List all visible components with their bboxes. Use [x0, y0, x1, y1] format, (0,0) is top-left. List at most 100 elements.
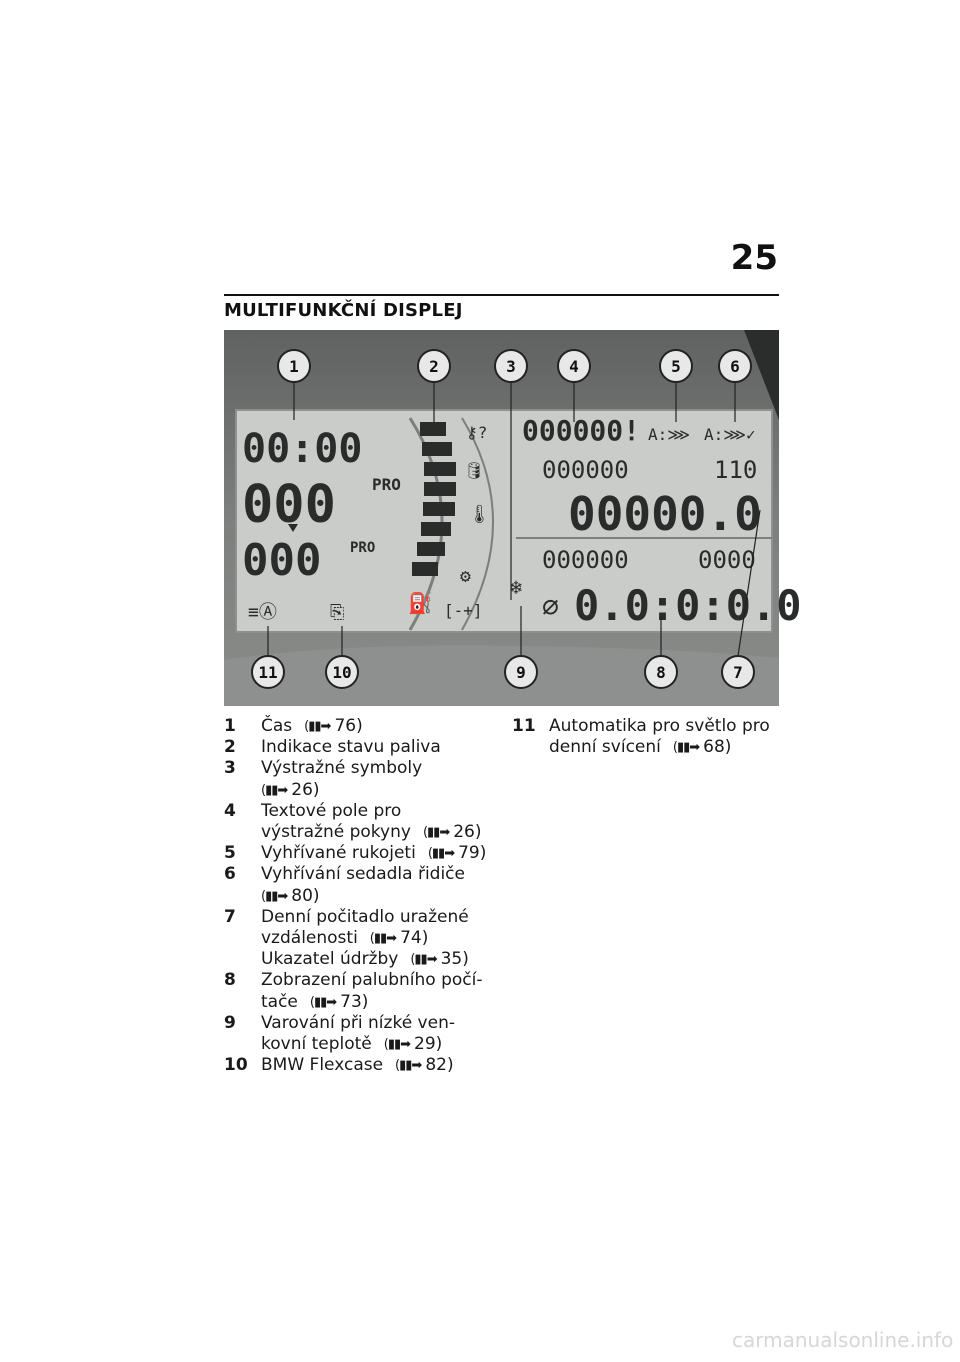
legend-line: Čas: [261, 716, 293, 736]
svg-text:3: 3: [506, 357, 516, 376]
page-reference[interactable]: 29): [414, 1034, 443, 1055]
legend-line: denní svícení: [549, 737, 661, 758]
legend-item: 9 Varování při nízké ven-kovní teplotě (▮▮…: [224, 1013, 496, 1055]
legend-line: BMW Flexcase: [261, 1055, 384, 1076]
callout-3: 3: [494, 349, 528, 383]
page-reference[interactable]: 26): [453, 822, 482, 843]
callout-4: 4: [557, 349, 591, 383]
legend-line: Denní počitadlo uražené: [261, 906, 469, 927]
key-warning-icon: ⚷?: [466, 423, 487, 442]
page-reference[interactable]: 26): [291, 779, 320, 800]
lcd-trip-right: 0000: [698, 546, 756, 574]
svg-text:7: 7: [733, 663, 743, 682]
coolant-warning-icon: 🌡: [468, 504, 491, 525]
svg-text:11: 11: [258, 663, 277, 682]
legend-number: 6: [224, 864, 236, 885]
svg-text:4: 4: [569, 357, 579, 376]
legend-text: Čas (▮▮➡76): [261, 716, 496, 737]
legend-line: Textové pole pro: [261, 800, 402, 821]
fuel-gauge-bars: [412, 422, 456, 576]
page-reference[interactable]: 80): [291, 885, 320, 906]
heated-seat-icon: A:⋙✓: [704, 425, 756, 444]
page-reference-arrow-icon: (▮▮➡: [422, 825, 450, 841]
legend-line: Indikace stavu paliva: [261, 737, 441, 758]
lcd-odo-right: 110: [714, 456, 757, 484]
page-reference-arrow-icon: (▮▮➡: [261, 782, 288, 798]
page-reference[interactable]: 74): [400, 928, 429, 949]
legend-line: Ukazatel údržby: [261, 949, 399, 970]
legend-item: 2 Indikace stavu paliva: [224, 737, 496, 758]
legend-number: 5: [224, 843, 236, 864]
engine-warning-icon: ⚙: [460, 566, 471, 587]
page-reference-arrow-icon: (▮▮➡: [672, 740, 700, 756]
frost-warning-icon: ❄: [510, 575, 522, 599]
page-reference-arrow-icon: (▮▮➡: [395, 1058, 422, 1074]
page-reference-arrow-icon: (▮▮➡: [261, 888, 288, 904]
page-reference-arrow-icon: (▮▮➡: [309, 994, 337, 1010]
legend-line: Varování při nízké ven-: [261, 1012, 455, 1033]
legend-line: vzdálenosti: [261, 928, 358, 949]
legend-item: 6 Vyhřívání sedadla řidiče (▮▮➡80): [224, 864, 496, 906]
legend-number: 1: [224, 716, 236, 736]
legend-line: Vyhřívání sedadla řidiče: [261, 864, 465, 885]
legend-text: Vyhřívání sedadla řidiče (▮▮➡80): [261, 864, 496, 906]
page-reference-arrow-icon: (▮▮➡: [304, 719, 331, 734]
callout-9: 9: [504, 655, 538, 689]
page-reference[interactable]: 76): [334, 716, 363, 736]
lcd-trip-small: 000000: [542, 546, 629, 574]
legend-line: tače: [261, 991, 298, 1012]
legend-line: výstražné pokyny: [261, 822, 411, 843]
lcd-speed-unit: PRO: [372, 475, 401, 494]
page-reference[interactable]: 35): [440, 949, 469, 970]
daylight-auto-icon: ≡Ⓐ: [248, 602, 277, 623]
page-reference[interactable]: 79): [458, 843, 487, 864]
legend-text: BMW Flexcase (▮▮➡82): [261, 1055, 496, 1076]
legend-line: kovní teplotě: [261, 1034, 372, 1055]
svg-text:10: 10: [332, 663, 351, 682]
page-reference[interactable]: 82): [425, 1055, 454, 1076]
svg-text:2: 2: [429, 357, 439, 376]
legend-number: 9: [224, 1012, 236, 1033]
callout-8: 8: [644, 655, 678, 689]
page-reference[interactable]: 73): [340, 991, 369, 1012]
legend-item: 1 Čas (▮▮➡76): [224, 716, 496, 737]
svg-text:8: 8: [656, 663, 666, 682]
legend-number: 11: [512, 716, 536, 736]
lcd-panel: [235, 409, 773, 633]
lcd-rpm-unit: PRO: [350, 540, 375, 556]
legend-number: 7: [224, 906, 236, 927]
oil-warning-icon: 🛢: [464, 461, 484, 480]
svg-text:5: 5: [671, 357, 681, 376]
callout-6: 6: [718, 349, 752, 383]
page-number: 25: [730, 238, 778, 278]
header-rule: [224, 294, 779, 296]
callout-11: 11: [251, 655, 285, 689]
watermark: carmanualsonline.info: [732, 1328, 954, 1352]
legend-text: Varování při nízké ven-kovní teplotě (▮▮➡…: [261, 1013, 496, 1055]
page-reference[interactable]: 68): [703, 737, 732, 758]
legend-number: 2: [224, 737, 236, 758]
page-reference-arrow-icon: (▮▮➡: [410, 952, 437, 968]
legend-item: Ukazatel údržby (▮▮➡35): [224, 949, 496, 970]
lcd-time: 00:00: [242, 426, 362, 472]
lcd-speed: 000: [242, 475, 336, 535]
callout-7: 7: [721, 655, 755, 689]
legend-item: 10 BMW Flexcase (▮▮➡82): [224, 1055, 496, 1076]
legend-line: Zobrazení palubního počí-: [261, 970, 483, 991]
flexcase-icon: ⎘: [330, 602, 344, 623]
callout-5: 5: [659, 349, 693, 383]
legend-text: Ukazatel údržby (▮▮➡35): [261, 949, 496, 970]
callout-2: 2: [417, 349, 451, 383]
svg-text:1: 1: [289, 357, 299, 376]
page-reference-arrow-icon: (▮▮➡: [383, 1037, 411, 1053]
page-reference-arrow-icon: (▮▮➡: [427, 846, 455, 862]
callout-1: 1: [277, 349, 311, 383]
legend-number: 10: [224, 1055, 248, 1076]
